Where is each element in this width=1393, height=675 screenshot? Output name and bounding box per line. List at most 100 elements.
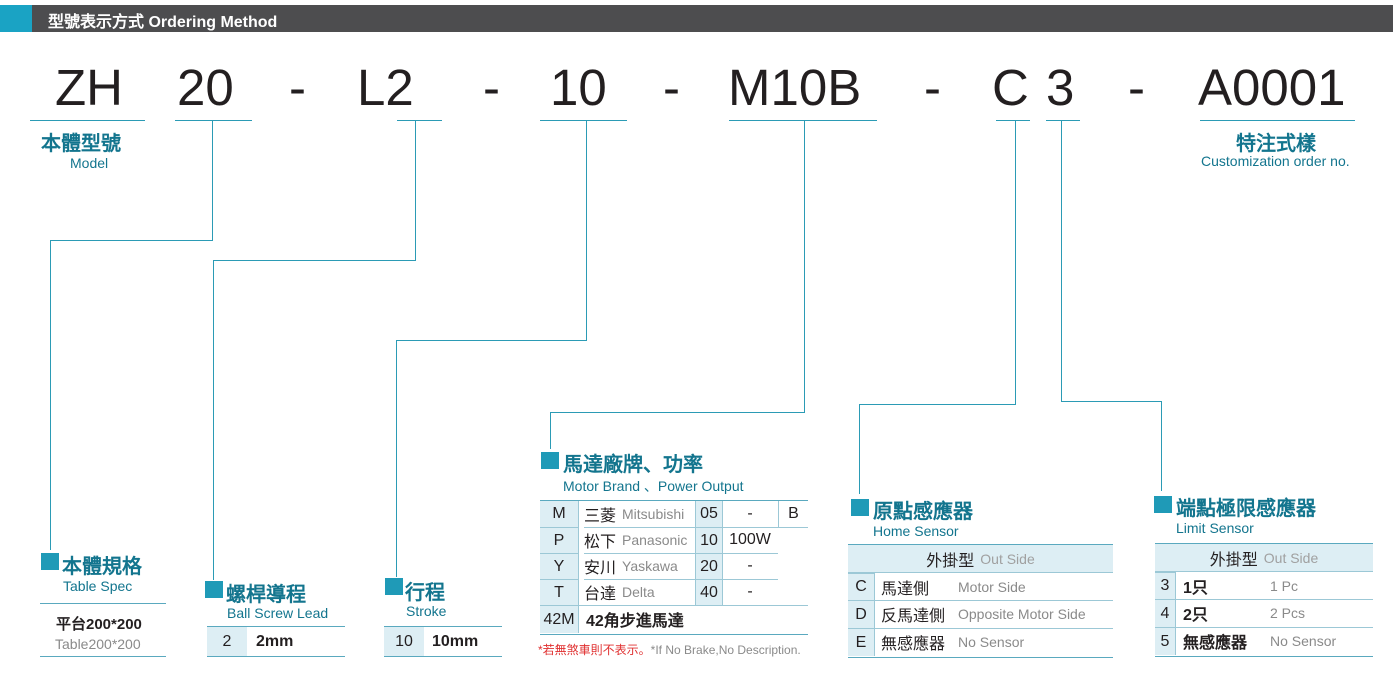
connector-limit [1061, 120, 1062, 402]
brake-note-en: *If No Brake,No Description. [650, 643, 801, 657]
motor-code: 42M [540, 605, 578, 633]
power-code: 10 [696, 527, 722, 553]
connector-home [859, 404, 1016, 405]
motor-table [540, 500, 808, 635]
code-dash-3: - [663, 59, 680, 116]
power-value: - [747, 583, 753, 600]
custom-label-cn: 特注式樣 [1236, 133, 1316, 155]
motor-brand-cn: 安川 [584, 560, 617, 577]
table-spec-title-cn: 本體規格 [62, 556, 142, 578]
motor-brand-cn: 松下 [584, 534, 617, 551]
motor-title-cn: 馬達廠牌、功率 [563, 454, 703, 476]
connector-lead [415, 120, 416, 261]
ball-screw-code: 2 [207, 627, 247, 656]
table-spec-value-cn: 平台200*200 [56, 616, 142, 633]
brake-code: B [778, 501, 808, 527]
stroke-title-en: Stroke [406, 603, 447, 619]
underline-size [175, 120, 252, 121]
motor-code: T [540, 579, 578, 605]
page-title: 型號表示方式 Ordering Method [48, 14, 278, 31]
underline-limit [1046, 120, 1080, 121]
home-sensor-en: Opposite Motor Side [958, 606, 1086, 622]
table-spec-title-en: Table Spec [63, 578, 133, 594]
home-sensor-cn: 反馬達側 [881, 608, 946, 625]
code-dash-5: - [1128, 59, 1145, 116]
brake-note-cn: *若無煞車則不表示。 [538, 643, 651, 657]
connector-stroke [396, 340, 587, 341]
stroke-title-cn: 行程 [405, 582, 445, 604]
connector-motor [550, 412, 551, 449]
table-spec-rule [40, 603, 166, 604]
ball-screw-rule [207, 656, 345, 657]
ball-screw-rule [207, 626, 345, 627]
motor-brand-en: Delta [622, 584, 655, 600]
connector-home [1015, 120, 1016, 405]
ball-screw-value: 2mm [256, 632, 294, 650]
limit-header-en: Out Side [1263, 549, 1319, 566]
underline-motor [729, 120, 877, 121]
table-spec-marker [41, 553, 59, 570]
limit-header-cn: 外掛型 [1209, 551, 1258, 569]
grid-line [1175, 627, 1373, 628]
code-zh: ZH [55, 59, 123, 116]
connector-size [50, 240, 51, 550]
motor-brand-en: Panasonic [622, 532, 688, 548]
stroke-code: 10 [384, 627, 424, 656]
connector-size [212, 120, 213, 241]
home-sensor-code: C [848, 573, 874, 600]
header-bar [0, 5, 1393, 32]
code-dash-4: - [924, 59, 941, 116]
code-lead: L2 [357, 59, 414, 116]
grid-line [874, 600, 1113, 601]
code-dash-1: - [289, 59, 306, 116]
code-stroke: 10 [550, 59, 607, 116]
grid-line [1175, 572, 1176, 655]
limit-sensor-marker [1154, 496, 1172, 513]
home-sensor-table [848, 544, 1113, 658]
connector-lead [213, 260, 416, 261]
ball-screw-title-cn: 螺桿導程 [226, 584, 306, 606]
connector-limit [1061, 401, 1162, 402]
limit-sensor-title-cn: 端點極限感應器 [1176, 498, 1316, 520]
motor-brand: 42角步進馬達 [586, 613, 684, 630]
code-dash-2: - [483, 59, 500, 116]
code-size: 20 [177, 59, 234, 116]
home-sensor-title-en: Home Sensor [873, 523, 959, 539]
connector-lead [213, 260, 214, 580]
limit-sensor-cn: 2只 [1183, 607, 1208, 624]
connector-motor [550, 412, 805, 413]
motor-brand-en: Mitsubishi [622, 506, 685, 522]
connector-limit [1161, 401, 1162, 491]
motor-code: M [540, 501, 578, 527]
grid-line [874, 573, 875, 656]
limit-sensor-en: 2 Pcs [1270, 605, 1306, 621]
grid-line [874, 628, 1113, 629]
grid-line [584, 553, 778, 554]
grid-line [584, 527, 778, 528]
code-motor: M10B [728, 59, 862, 116]
power-code: 20 [696, 553, 722, 579]
code-home: C [992, 59, 1029, 116]
model-label-cn: 本體型號 [41, 133, 121, 155]
code-custom: A0001 [1198, 59, 1346, 116]
grid-line [848, 572, 1113, 573]
custom-label-en: Customization order no. [1201, 153, 1350, 169]
connector-home [859, 404, 860, 494]
power-value: - [747, 557, 753, 574]
limit-sensor-code: 4 [1155, 599, 1175, 627]
limit-sensor-title-en: Limit Sensor [1176, 520, 1254, 536]
grid-line [778, 527, 808, 528]
grid-line [584, 579, 778, 580]
connector-stroke [396, 340, 397, 577]
limit-sensor-cn: 無感應器 [1183, 635, 1248, 652]
limit-sensor-table [1155, 543, 1373, 657]
power-value: 100W [729, 531, 771, 548]
connector-motor [804, 120, 805, 413]
connector-stroke [586, 120, 587, 341]
limit-sensor-code: 3 [1155, 572, 1175, 599]
motor-brand: 松下 Panasonic [584, 527, 694, 553]
home-sensor-code: E [848, 628, 874, 656]
